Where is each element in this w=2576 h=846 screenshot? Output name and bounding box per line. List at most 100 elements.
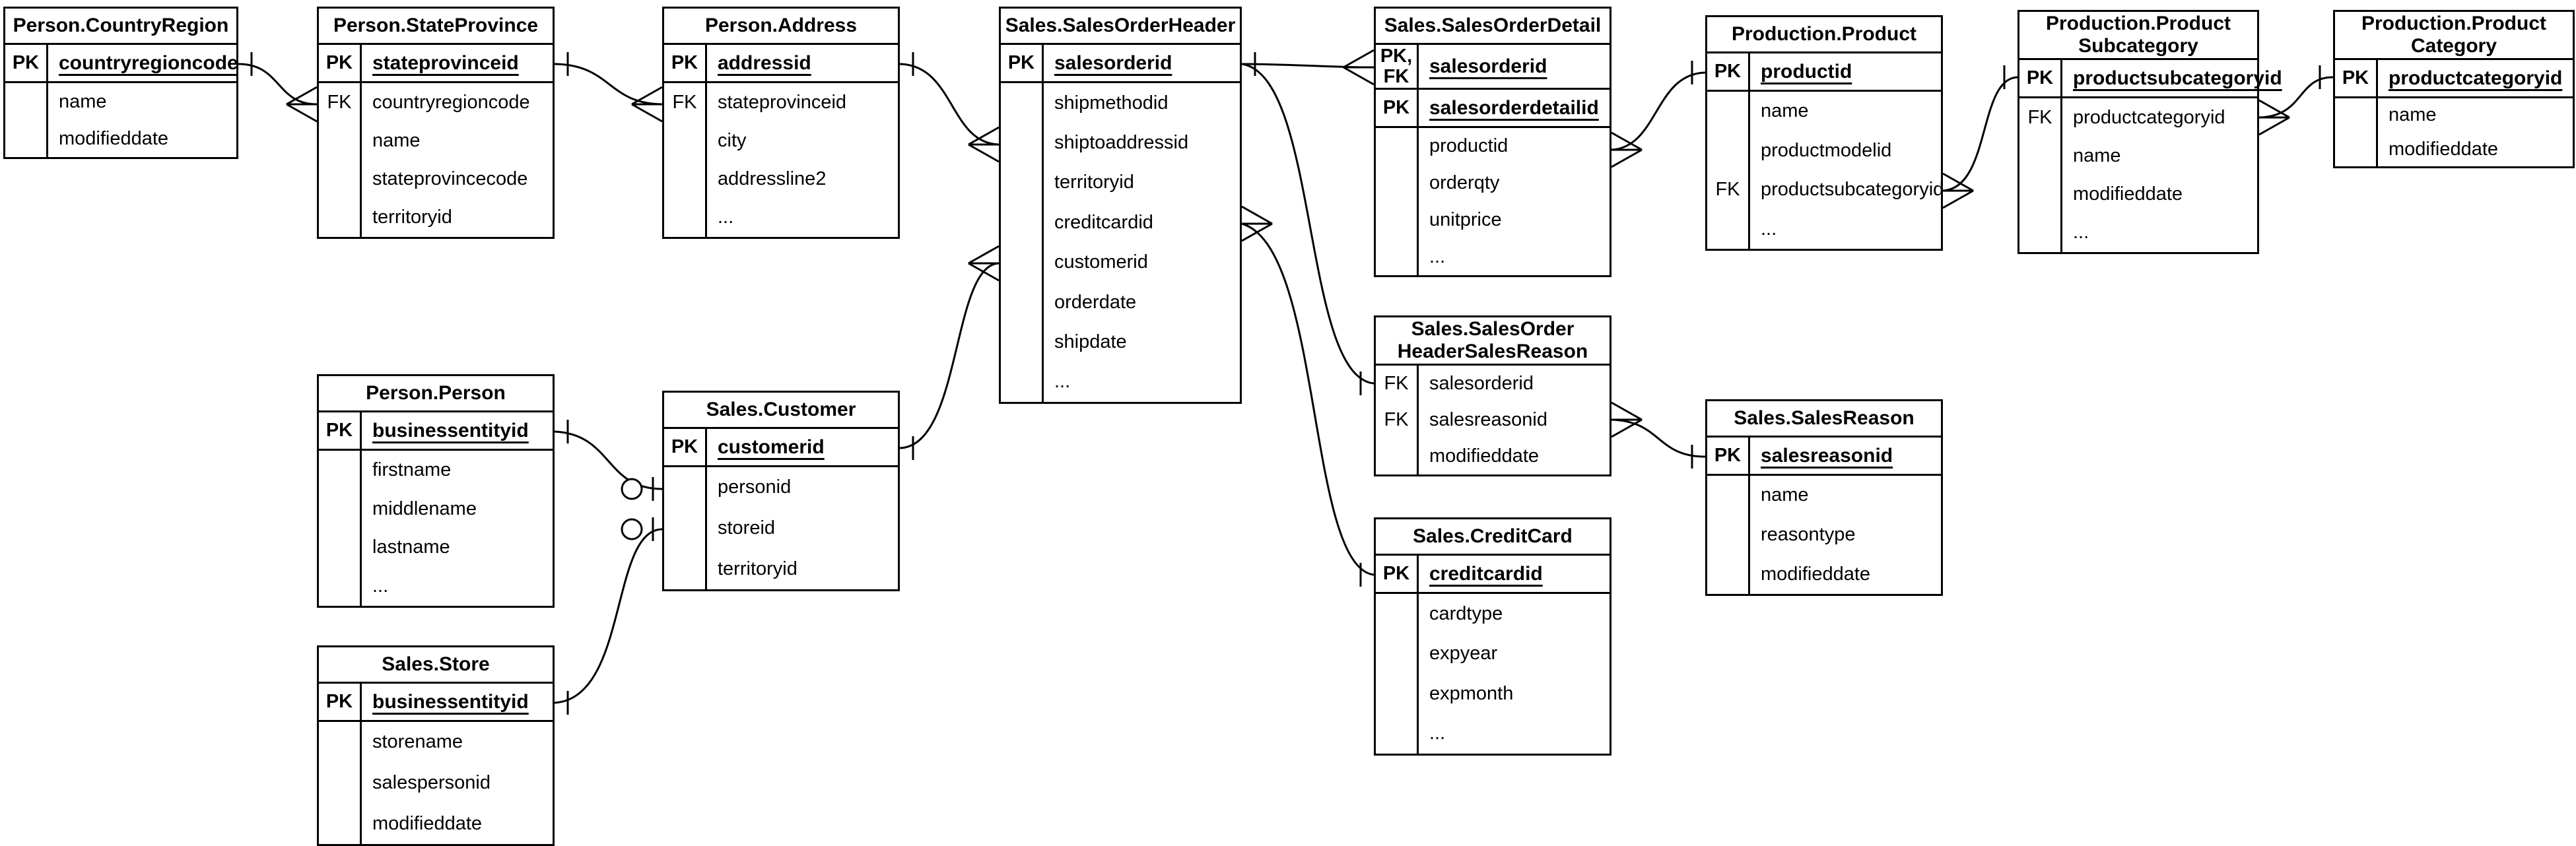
- column-row: expyear: [1376, 634, 1610, 674]
- primary-key-badge: PK: [1707, 438, 1750, 474]
- gutter-divider: [705, 83, 707, 237]
- column-row: modifieddate: [1376, 438, 1610, 474]
- column-name: shipdate: [1054, 331, 1127, 352]
- relationship-line[interactable]: [1942, 76, 2018, 192]
- gutter-divider: [1417, 128, 1419, 275]
- relationship-person-person-to-sales-customer[interactable]: [554, 420, 663, 501]
- column-name: territoryid: [372, 207, 452, 228]
- relationship-line[interactable]: [899, 262, 1000, 449]
- relationship-line[interactable]: [1611, 418, 1706, 458]
- column-row: productid: [1376, 128, 1610, 165]
- column-name: reasontype: [1761, 524, 1856, 545]
- column-row: reasontype: [1707, 515, 1941, 555]
- column-name: creditcardid: [1054, 211, 1153, 233]
- relationship-line[interactable]: [899, 63, 1000, 146]
- column-row: addressline2: [664, 160, 898, 199]
- gutter-divider: [2376, 98, 2378, 166]
- column-name: countryregioncode: [372, 91, 530, 113]
- column-name: ...: [372, 575, 389, 597]
- relationship-sales-salesorderheader-to-sales-salesorderdetail[interactable]: [1241, 49, 1374, 86]
- column-name: personid: [718, 476, 792, 498]
- column-name: stateprovinceid: [718, 91, 847, 113]
- relationship-line[interactable]: [1241, 63, 1374, 385]
- relationship-sales-store-to-sales-customer[interactable]: [554, 517, 663, 715]
- relationship-person-countryregion-to-person-stateprovince[interactable]: [238, 52, 318, 123]
- column-name: salesorderid: [1429, 373, 1534, 394]
- foreign-key-badge: FK: [1384, 373, 1409, 394]
- column-name: name: [59, 90, 107, 112]
- relationship-sales-salesorderheader-to-sales-salesorderheadersalesreason[interactable]: [1241, 52, 1374, 395]
- relationship-line[interactable]: [238, 63, 318, 106]
- relationship-sales-salesorderheadersalesreason-to-sales-salesreason[interactable]: [1611, 401, 1706, 469]
- foreign-key-badge: FK: [1384, 409, 1409, 430]
- column-name: orderqty: [1429, 172, 1500, 194]
- column-row: ...: [319, 567, 553, 606]
- relationship-line[interactable]: [1241, 222, 1374, 576]
- cardinality-many-crowfoot: [631, 86, 663, 123]
- relationship-person-address-to-sales-salesorderheader[interactable]: [899, 52, 1000, 163]
- column-name: orderdate: [1054, 291, 1137, 313]
- relationship-sales-salesorderdetail-to-production-product[interactable]: [1611, 61, 1706, 168]
- relationship-sales-customer-to-sales-salesorderheader[interactable]: [899, 245, 1000, 460]
- entity-title: Sales.Customer: [664, 393, 898, 429]
- entity-title: Sales.SalesOrder HeaderSalesReason: [1376, 317, 1610, 366]
- relationship-line[interactable]: [1611, 71, 1706, 151]
- key-column-name: businessentityid: [372, 690, 529, 713]
- column-name: modifieddate: [372, 812, 483, 834]
- gutter-divider: [705, 467, 707, 589]
- relationship-line[interactable]: [554, 63, 663, 106]
- relationship-production-product-to-production-productsubcategory[interactable]: [1942, 65, 2018, 209]
- column-row: name: [5, 83, 236, 120]
- column-row: modifieddate: [1707, 554, 1941, 594]
- cardinality-many-crowfoot: [1611, 401, 1643, 438]
- gutter-divider: [1042, 83, 1044, 402]
- cardinality-many-crowfoot: [1343, 49, 1374, 86]
- cardinality-many-crowfoot: [1241, 205, 1273, 242]
- relationship-line[interactable]: [554, 528, 663, 704]
- relationship-production-productsubcategory-to-production-productcategory[interactable]: [2258, 65, 2334, 136]
- gutter-divider: [1748, 92, 1750, 249]
- column-name: middlename: [372, 498, 477, 519]
- primary-key-badge: PK: [319, 45, 362, 81]
- relationship-line[interactable]: [2258, 76, 2334, 119]
- column-name: city: [718, 129, 747, 151]
- relationship-sales-salesorderheader-to-sales-creditcard[interactable]: [1241, 205, 1374, 587]
- key-column-name: salesreasonid: [1761, 444, 1893, 467]
- primary-key-badge: PK: [1001, 45, 1044, 81]
- column-row: name: [2019, 137, 2257, 175]
- cardinality-many-crowfoot: [1942, 172, 1974, 209]
- entity-title: Sales.SalesReason: [1707, 401, 1941, 438]
- relationship-person-stateprovince-to-person-address[interactable]: [554, 52, 663, 123]
- column-name: ...: [1054, 371, 1071, 393]
- relationship-line[interactable]: [554, 430, 663, 490]
- entity-title: Sales.SalesOrderHeader: [1001, 9, 1240, 45]
- column-row: territoryid: [664, 548, 898, 589]
- column-row: name: [1707, 476, 1941, 515]
- column-name: unitprice: [1429, 209, 1502, 230]
